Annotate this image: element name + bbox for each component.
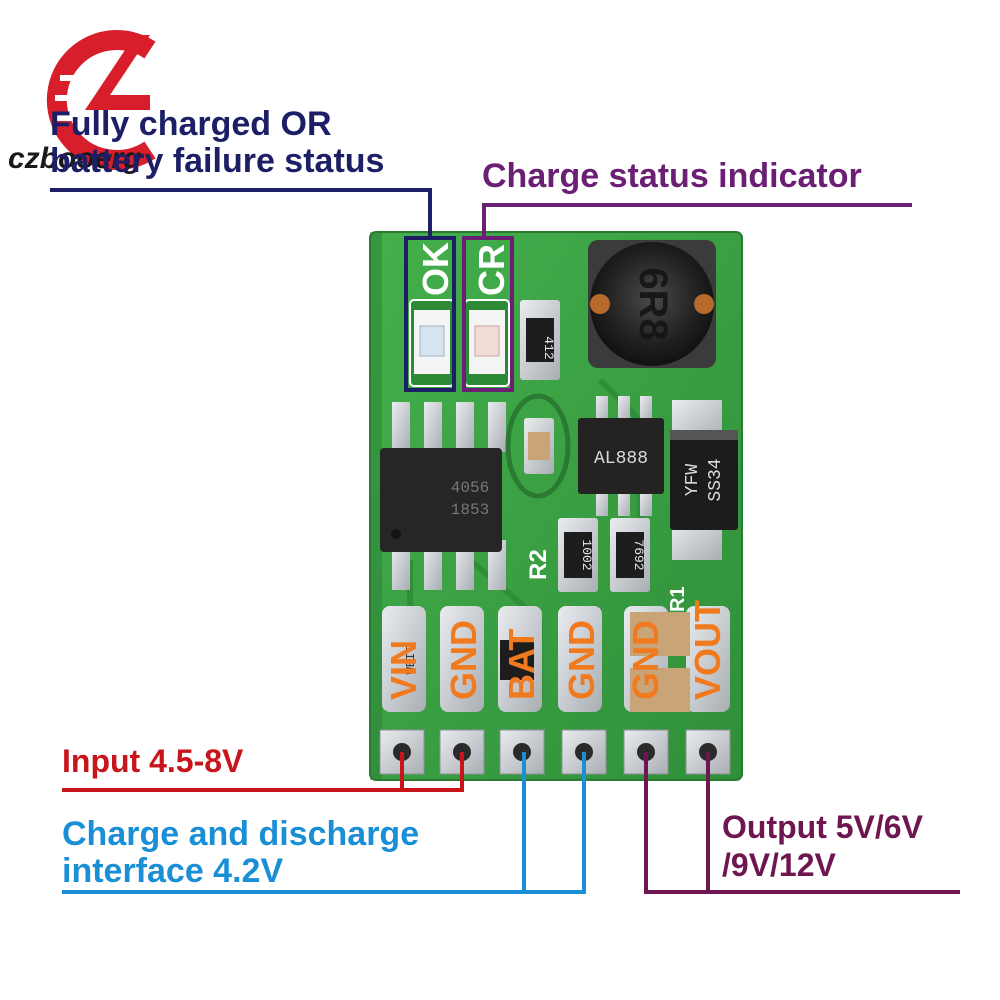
annotation-charge-status: Charge status indicator xyxy=(482,157,862,195)
callout-charge-interface xyxy=(62,752,586,894)
led-label-cr: CR xyxy=(471,244,512,296)
annotation-charge-interface-line2: interface 4.2V xyxy=(62,852,283,890)
ic-regulator: AL888 xyxy=(578,396,664,516)
resistor-412: 412 xyxy=(520,300,560,380)
resistor-7692-marking: 7692 xyxy=(631,539,646,570)
output-cap-1 xyxy=(630,612,690,656)
pin-label-vin: VIN xyxy=(383,640,424,700)
resistor-412-marking: 412 xyxy=(541,336,556,359)
resistor-label-r2: R2 xyxy=(525,549,552,580)
callout-input xyxy=(62,752,464,792)
inductor: 6R8 xyxy=(588,240,716,368)
pin-label-gnd-3: GND xyxy=(625,620,666,700)
small-chip xyxy=(500,640,534,680)
capacitor xyxy=(505,393,571,499)
resistor-1002-marking: 1002 xyxy=(579,539,594,570)
ic-main-marking-1: 4056 xyxy=(451,479,489,497)
led-ok xyxy=(409,299,455,387)
brand-name: czbooerg xyxy=(8,142,141,175)
ic-main: 4056 1853 xyxy=(380,402,506,590)
diode: YFW SS34 xyxy=(670,400,738,560)
pin-label-gnd-2: GND xyxy=(561,620,602,700)
pin-label-bat: BAT xyxy=(501,629,542,700)
callout-charge-status xyxy=(462,203,912,392)
annotation-charge-interface-line1: Charge and discharge xyxy=(62,815,419,853)
callout-fully-charged xyxy=(50,188,456,392)
inductor-marking: 6R8 xyxy=(631,267,675,340)
ic-regulator-marking: AL888 xyxy=(594,449,648,469)
brand-logo: czbooerg xyxy=(8,30,170,175)
pcb-board: OK CR 412 6R8 xyxy=(369,231,743,781)
pin-label-gnd-1: GND xyxy=(443,620,484,700)
led-cr xyxy=(464,299,510,387)
output-cap-2 xyxy=(630,668,690,712)
annotation-input: Input 4.5-8V xyxy=(62,743,244,779)
pin-marking: WEIT xyxy=(404,646,418,675)
led-label-ok: OK xyxy=(415,242,456,296)
callout-output xyxy=(644,752,960,894)
annotation-output-line1: Output 5V/6V xyxy=(722,809,924,845)
diode-marking-2: SS34 xyxy=(706,458,726,501)
resistor-label-r1: R1 xyxy=(667,586,689,612)
resistor-1002: 1002 xyxy=(558,518,598,592)
resistor-7692: 7692 xyxy=(610,518,650,592)
annotation-output-line2: /9V/12V xyxy=(722,847,837,883)
annotation-fully-charged-line2: battery failure status xyxy=(50,142,384,180)
annotation-fully-charged-line1: Fully charged OR xyxy=(50,105,332,143)
ic-main-marking-2: 1853 xyxy=(451,501,489,519)
pin-label-vout: VOUT xyxy=(687,600,728,700)
diode-marking-1: YFW xyxy=(683,464,703,497)
